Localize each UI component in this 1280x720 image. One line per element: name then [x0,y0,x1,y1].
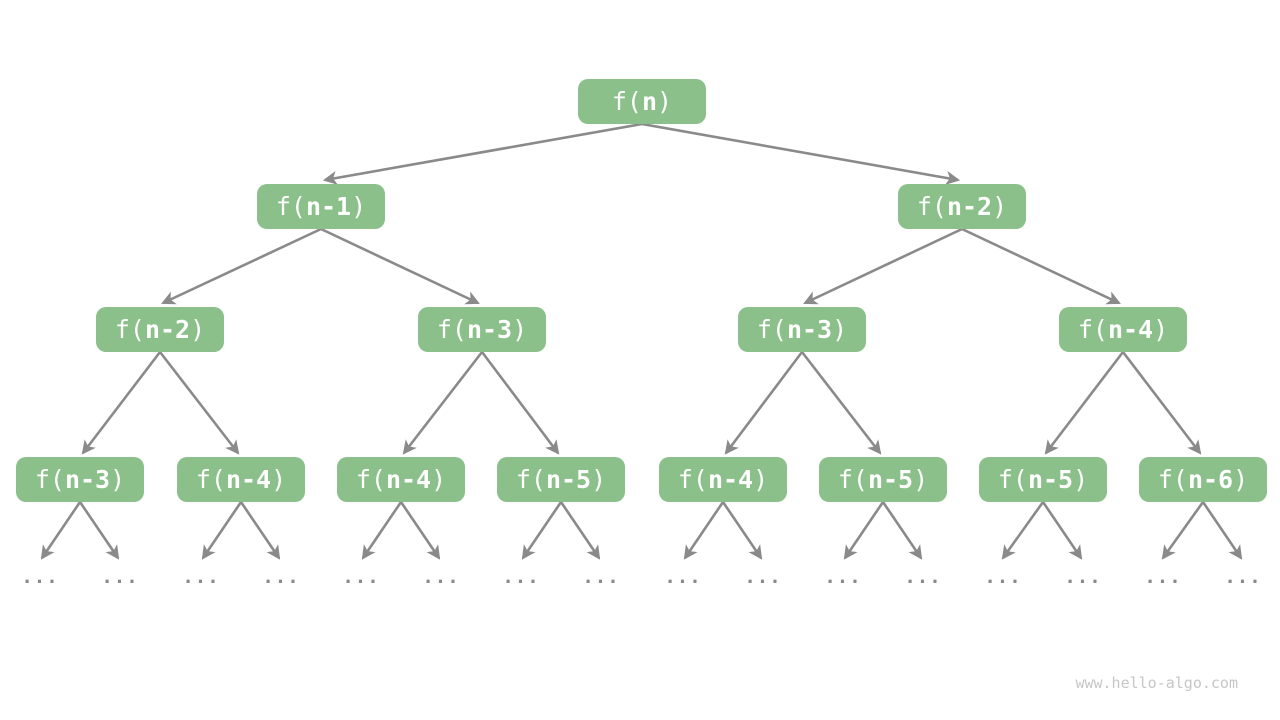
edge-arrow [361,501,403,560]
edge-arrow [800,351,882,455]
edge-arrow [40,501,82,560]
edge-arrow [1044,351,1125,455]
ellipsis: ... [1224,566,1262,588]
ellipsis: ... [502,566,540,588]
edge-arrow [402,351,484,455]
ellipsis: ... [664,566,702,588]
node-f-n-4: f(n-4) [177,457,305,502]
edge-arrow [961,227,1121,305]
ellipsis: ... [21,566,59,588]
watermark-url: www.hello-algo.com [1075,674,1238,692]
edge-arrow [683,501,725,560]
ellipsis: ... [1144,566,1182,588]
edge-arrow [322,122,643,185]
edge-arrow [1121,351,1202,455]
edge-arrow [1201,501,1243,560]
node-f-n-4: f(n-4) [659,457,787,502]
edge-arrow [641,122,961,185]
ellipsis: ... [744,566,782,588]
ellipsis: ... [342,566,380,588]
edge-arrow [1001,501,1045,560]
edge-arrow [320,227,480,305]
edge-arrow [81,351,162,455]
ellipsis: ... [422,566,460,588]
ellipsis: ... [101,566,139,588]
edge-arrow [480,351,560,455]
node-f-n: f(n) [578,79,706,124]
ellipsis: ... [1064,566,1102,588]
edge-arrow [843,501,885,560]
edge-arrow [399,501,441,560]
edge-arrow [161,227,322,305]
ellipsis: ... [904,566,942,588]
ellipsis: ... [262,566,300,588]
node-f-n-3: f(n-3) [418,307,546,352]
ellipsis: ... [824,566,862,588]
edge-arrow [881,501,923,560]
node-f-n-1: f(n-1) [257,184,385,229]
edge-arrow [158,351,240,455]
ellipsis: ... [582,566,620,588]
node-f-n-3: f(n-3) [738,307,866,352]
ellipsis: ... [182,566,220,588]
edge-arrow [803,227,963,305]
ellipsis: ... [984,566,1022,588]
edge-arrow [559,501,601,560]
edge-arrow [521,501,563,560]
edge-arrow [201,501,243,560]
node-f-n-5: f(n-5) [819,457,947,502]
node-f-n-2: f(n-2) [898,184,1026,229]
edge-arrow [1041,501,1083,560]
edge-arrow [78,501,120,560]
edge-arrow [721,501,763,560]
node-f-n-2: f(n-2) [96,307,224,352]
edge-arrow [239,501,281,560]
edge-arrow [1161,501,1205,560]
node-f-n-5: f(n-5) [979,457,1107,502]
node-f-n-6: f(n-6) [1139,457,1267,502]
node-f-n-4: f(n-4) [1059,307,1187,352]
node-f-n-4: f(n-4) [337,457,465,502]
node-f-n-3: f(n-3) [16,457,144,502]
node-f-n-5: f(n-5) [497,457,625,502]
edge-arrow [724,351,804,455]
